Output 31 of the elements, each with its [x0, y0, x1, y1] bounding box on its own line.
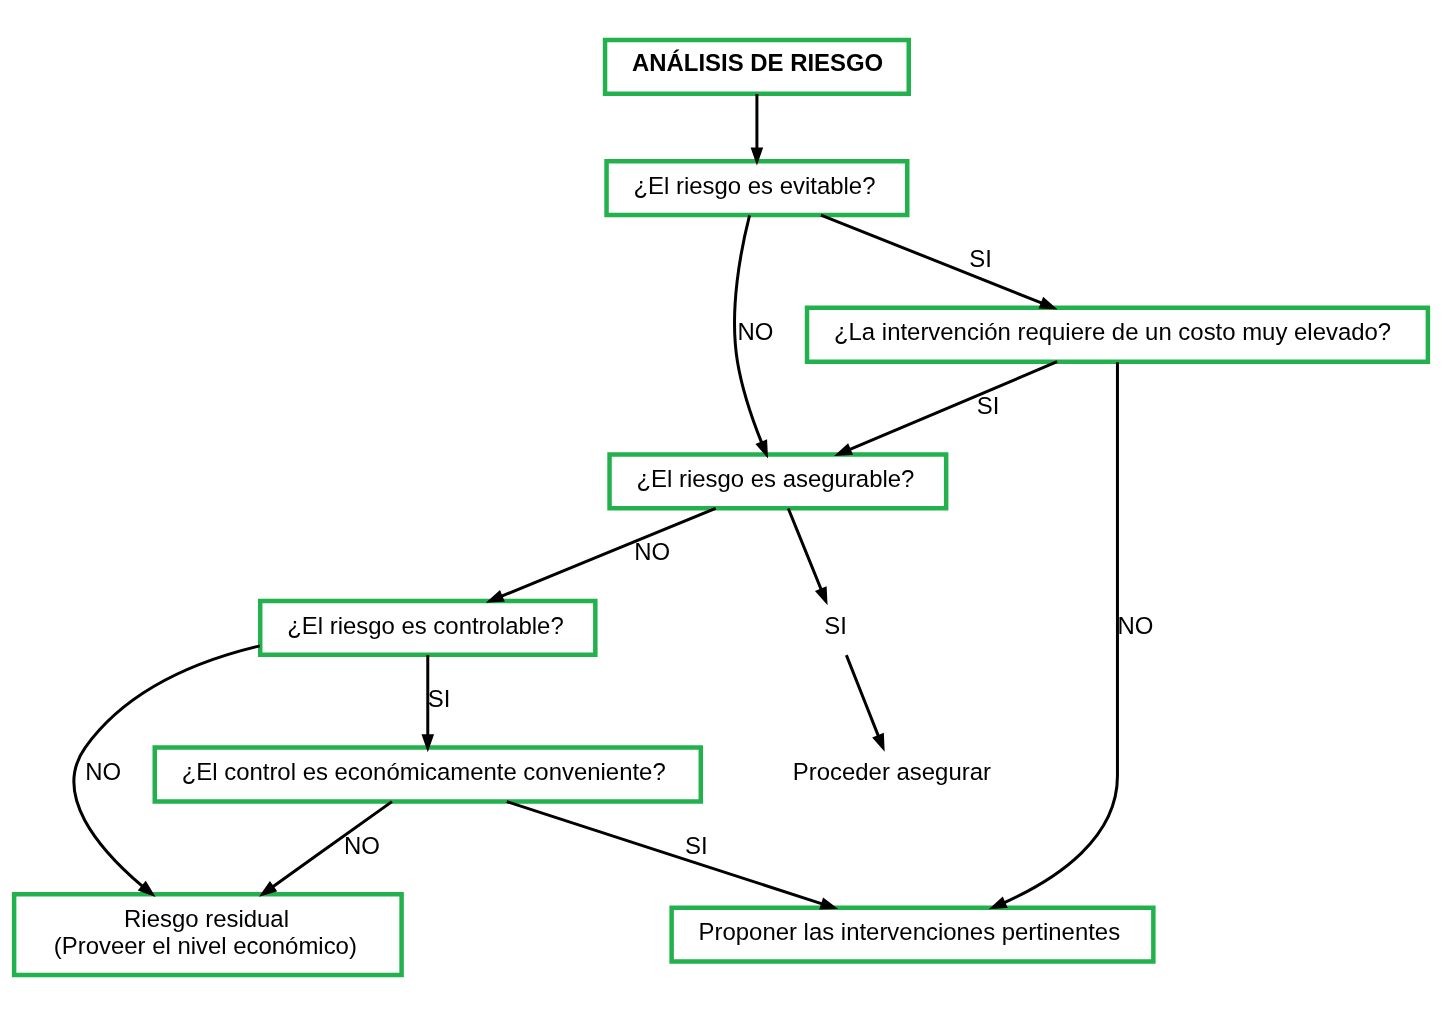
node-text: Proceder asegurar — [792, 758, 991, 786]
arrow — [786, 507, 828, 606]
arrow — [72, 644, 261, 898]
edge-label: SI — [976, 391, 1000, 419]
arrow — [750, 94, 764, 166]
edge-label: NO — [737, 318, 774, 346]
edge-label: NO — [85, 758, 122, 786]
arrow — [506, 800, 839, 910]
arrow — [733, 215, 769, 459]
arrow — [421, 655, 435, 753]
edge-label: SI — [427, 684, 451, 712]
edge-label: NO — [634, 538, 671, 566]
node-box: Riesgo residual (Proveer el nivel económico) — [11, 892, 404, 978]
node-box: ¿El riesgo es evitable? — [604, 158, 910, 218]
arrow — [834, 360, 1058, 457]
arrow — [485, 506, 717, 603]
node-text: SI — [824, 611, 847, 639]
arrow — [258, 800, 393, 897]
edge-label: SI — [685, 831, 708, 859]
arrow — [988, 362, 1119, 910]
arrow — [820, 213, 1058, 310]
node-box: ¿El control es económicamente conveniente? — [152, 745, 704, 804]
node-box: ¿La intervención requiere de un costo muy elevado? — [804, 305, 1431, 364]
edge-label: NO — [344, 831, 380, 859]
node-box: ¿El riesgo es controlable? — [257, 598, 598, 658]
edge-label: NO — [1117, 611, 1154, 639]
edge-label: SI — [969, 245, 992, 273]
node-box: ¿El riesgo es asegurable? — [607, 452, 949, 511]
node-box: ANÁLISIS DE RIESGO — [602, 37, 911, 97]
arrow — [844, 654, 885, 752]
node-box: Proponer las intervenciones pertinentes — [669, 905, 1156, 964]
